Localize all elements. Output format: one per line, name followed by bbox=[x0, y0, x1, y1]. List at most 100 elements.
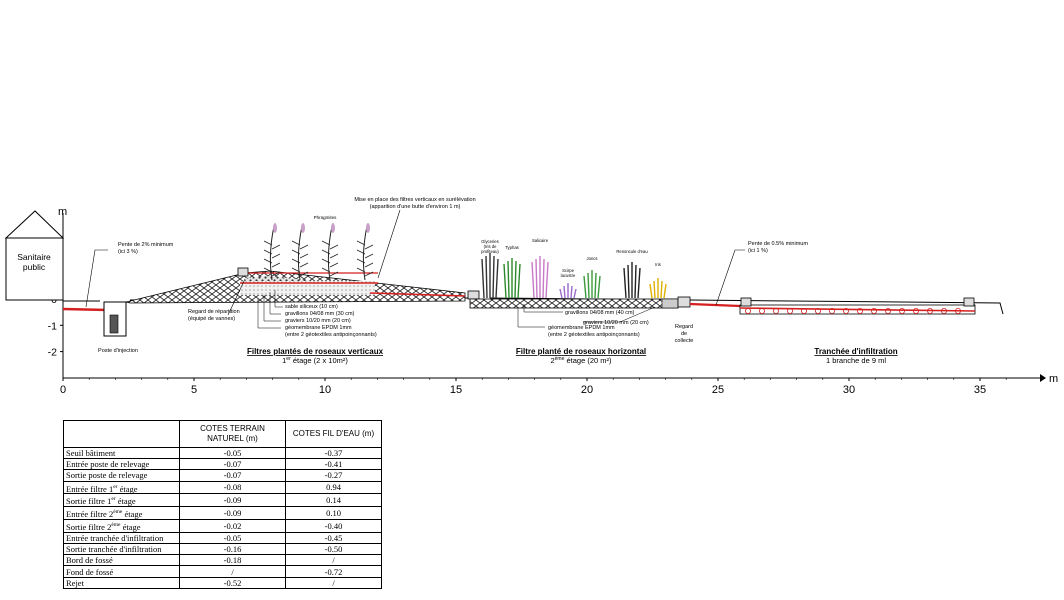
reed-leaf bbox=[291, 258, 309, 268]
plant-stem bbox=[573, 288, 577, 299]
cell-terrain: -0.07 bbox=[179, 469, 286, 482]
plant-stem bbox=[634, 264, 637, 299]
plant-stem bbox=[649, 283, 653, 299]
trench-gravel bbox=[801, 307, 808, 314]
cell-fil-eau: 0.14 bbox=[285, 493, 382, 508]
section-infiltration-title: Tranchée d'infiltration bbox=[814, 347, 897, 356]
horizontal-layer-label: gravillons 04/08 mm (40 cm) bbox=[565, 310, 635, 316]
vertical-layer-label: graviers 10/20 mm (20 cm) bbox=[285, 318, 351, 324]
x-axis-arrow bbox=[1040, 374, 1046, 382]
plant-stem bbox=[507, 260, 510, 299]
table-row: Entrée tranchée d'infiltration-0.05-0.45 bbox=[63, 531, 382, 545]
reed-leaf bbox=[321, 249, 339, 259]
plant-stem bbox=[495, 258, 499, 299]
x-tick-label: 30 bbox=[843, 384, 855, 396]
building-label-1: Sanitaire bbox=[17, 252, 51, 262]
x-tick-label: 20 bbox=[581, 384, 593, 396]
plant-stem bbox=[653, 280, 656, 299]
horizontal-layer-label: graviers 10/20 mm (20 cm) bbox=[583, 320, 649, 326]
plant-label: Renoncule d'eau bbox=[616, 249, 648, 254]
cell-terrain: -0.05 bbox=[179, 531, 286, 545]
plant-label: Iris bbox=[655, 262, 661, 267]
table-row: Sortie tranchée d'infiltration-0.16-0.50 bbox=[63, 543, 382, 556]
reed-leaf bbox=[291, 240, 309, 250]
vertical-layer-label: (entre 2 géotextiles antipoinçonnants) bbox=[285, 332, 377, 338]
reed-leaf bbox=[356, 258, 374, 268]
plant-stem bbox=[663, 283, 667, 299]
table-row: Bord de fossé-0.18/ bbox=[63, 554, 382, 567]
plant-stem bbox=[559, 288, 563, 299]
horizontal-filter bbox=[469, 298, 679, 309]
plant-stem bbox=[627, 264, 630, 299]
trench-gravel bbox=[829, 307, 836, 314]
row-label: Sortie poste de relevage bbox=[63, 469, 180, 482]
reed-leaf bbox=[321, 258, 339, 268]
trench-gravel bbox=[941, 307, 948, 314]
plant-label: Salicaire bbox=[532, 238, 549, 243]
section-vertical-sub: 1er étage (2 x 10m²) bbox=[282, 356, 348, 365]
table-row: Sortie filtre 2ème étage-0.02-0.40 bbox=[63, 519, 382, 533]
cell-terrain: -0.07 bbox=[179, 458, 286, 471]
reed-stem bbox=[297, 225, 303, 281]
cell-terrain: -0.08 bbox=[179, 480, 286, 495]
trench-gravel bbox=[815, 307, 822, 314]
infiltration-trench bbox=[739, 297, 976, 315]
reed-leaf bbox=[356, 249, 374, 259]
outflow-pipe bbox=[689, 302, 741, 308]
regard-repartition-line2: (équipé de vannes) bbox=[188, 316, 235, 322]
plant-stem bbox=[517, 263, 521, 299]
trench-gravel bbox=[955, 307, 962, 314]
plant-stem bbox=[583, 275, 587, 299]
y-tick-label: -2 bbox=[48, 347, 57, 359]
regard-collecte-1: Regard bbox=[675, 324, 693, 330]
trench-gravel bbox=[843, 307, 850, 314]
trench-gravel bbox=[885, 307, 892, 314]
plant-stem bbox=[542, 258, 545, 299]
trench-gravel bbox=[857, 307, 864, 314]
trench-gravel bbox=[773, 307, 780, 314]
plant-stem bbox=[594, 272, 597, 299]
vertical-layer-label: gravillons 04/08 mm (30 cm) bbox=[285, 311, 355, 317]
reed-leaf bbox=[291, 249, 309, 259]
slope-left-line2: (ici 3 %) bbox=[118, 249, 138, 255]
table-row: Entrée poste de relevage-0.07-0.41 bbox=[63, 458, 382, 471]
plant-stem bbox=[660, 280, 663, 299]
plant-stem bbox=[514, 260, 517, 299]
x-tick-label: 5 bbox=[191, 384, 197, 396]
plant-label: (Iris de bbox=[484, 244, 497, 249]
slope-right-leader bbox=[715, 249, 745, 306]
regard-collecte-2: de bbox=[681, 331, 687, 337]
cell-terrain: -0.09 bbox=[179, 493, 286, 508]
plant-label: lacustre bbox=[561, 273, 576, 278]
building: Sanitaire public bbox=[4, 210, 65, 301]
row-label: Sortie tranchée d'infiltration bbox=[63, 543, 180, 556]
cell-fil-eau: -0.40 bbox=[285, 519, 382, 533]
slope-right-line2: (ici 1 %) bbox=[748, 248, 768, 254]
plant-label: Glyceries bbox=[481, 239, 498, 244]
plant-stem bbox=[637, 267, 641, 299]
row-label: Sortie filtre 1er étage bbox=[63, 493, 180, 508]
reed-head bbox=[366, 223, 370, 233]
row-label: Fond de fossé bbox=[63, 565, 180, 578]
slope-left-leader bbox=[85, 249, 108, 308]
cell-fil-eau: -0.37 bbox=[285, 446, 382, 460]
cell-fil-eau: -0.41 bbox=[285, 458, 382, 471]
plant-stem bbox=[563, 285, 566, 299]
building-label-2: public bbox=[23, 262, 46, 272]
slope-left-line1: Pente de 2% minimum bbox=[118, 242, 174, 248]
cell-terrain: / bbox=[179, 565, 286, 578]
regard-repartition-leader bbox=[227, 278, 246, 316]
table-row: Rejet-0.52/ bbox=[63, 576, 382, 589]
reed-head bbox=[273, 223, 277, 233]
reed-stem bbox=[269, 225, 275, 281]
row-label: Entrée filtre 2ème étage bbox=[63, 506, 180, 521]
plant-stem bbox=[481, 258, 485, 299]
reed-leaf bbox=[263, 249, 281, 259]
reed-leaf bbox=[321, 240, 339, 250]
x-axis-unit: m bbox=[1049, 373, 1058, 385]
horizontal-layer-label: (entre 2 géotextiles antipoinçonnants) bbox=[548, 332, 640, 338]
row-label: Entrée poste de relevage bbox=[63, 458, 180, 471]
cell-fil-eau: / bbox=[285, 576, 382, 589]
